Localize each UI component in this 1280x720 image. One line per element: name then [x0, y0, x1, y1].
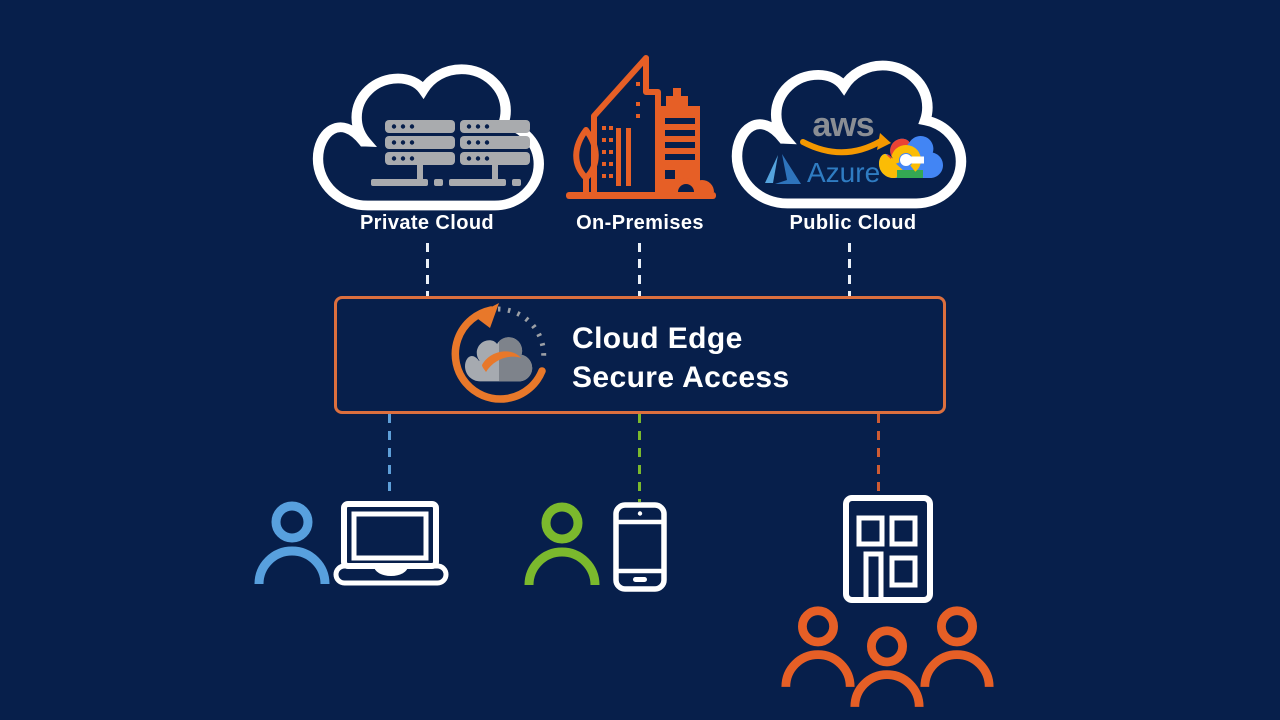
connector-branch-office	[877, 414, 880, 492]
dotted-arc-icon	[497, 306, 547, 364]
connector-private-cloud	[426, 243, 429, 296]
azure-text: Azure	[807, 157, 880, 188]
azure-logo: Azure	[765, 154, 880, 188]
on-premises-icon	[566, 55, 716, 199]
circular-arrow-icon	[451, 306, 546, 403]
connector-laptop-user	[388, 414, 391, 498]
cloud-edge-logo	[451, 303, 547, 403]
aws-logo: aws	[800, 106, 891, 156]
person-icon	[252, 497, 332, 587]
user-group-icon	[770, 590, 1014, 716]
aws-smile-icon	[800, 138, 884, 156]
aws-text: aws	[812, 106, 873, 144]
connector-public-cloud	[848, 243, 851, 296]
server-rack-icon	[371, 120, 530, 186]
gateway-panel	[334, 296, 946, 414]
private-cloud-label: Private Cloud	[359, 212, 495, 234]
smartphone-icon	[613, 502, 667, 592]
public-cloud-label: Public Cloud	[789, 212, 917, 234]
connector-mobile-user	[638, 414, 641, 502]
arrowhead-icon	[474, 303, 499, 328]
google-cloud-logo	[879, 135, 943, 178]
gateway-title-line2: Secure Access	[572, 361, 790, 394]
person-icon	[522, 498, 602, 588]
office-building-icon	[843, 495, 933, 603]
gateway-title-line1: Cloud Edge	[572, 322, 743, 355]
private-cloud-icon	[318, 50, 544, 212]
public-cloud-icon: aws Azure	[737, 46, 963, 208]
on-premises-label: On-Premises	[576, 212, 704, 234]
gateway-title: Cloud Edge Secure Access	[572, 319, 790, 397]
laptop-icon	[333, 501, 449, 586]
connector-on-premises	[638, 243, 641, 296]
swoosh-icon	[482, 351, 521, 372]
